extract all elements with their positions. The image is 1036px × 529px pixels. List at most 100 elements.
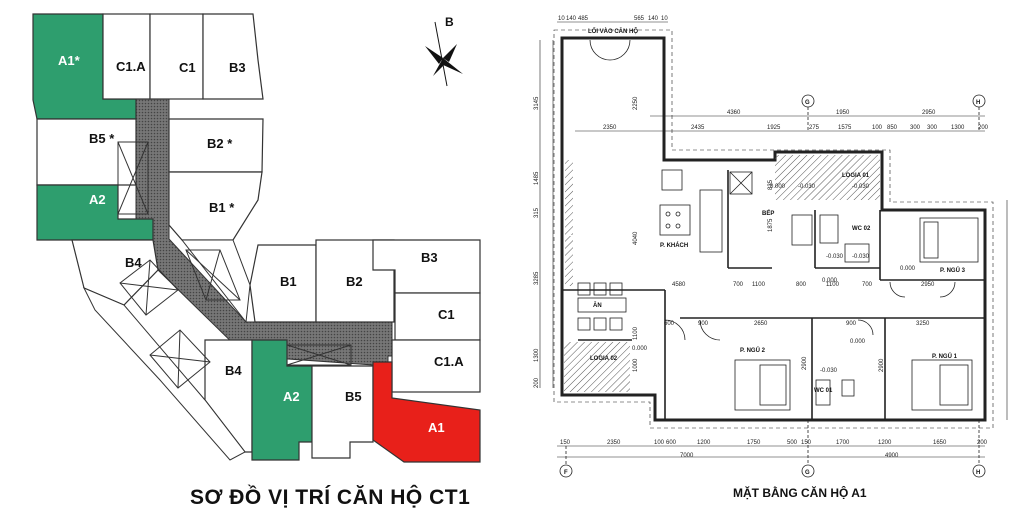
elev-1: 0.000 [770, 184, 786, 190]
label-c1a: C1.A [434, 354, 464, 369]
dim-mid-835: 835 [768, 179, 774, 190]
unit-c1a-top [102, 13, 151, 100]
dim-mid-1100b: 1100 [826, 282, 840, 288]
label-bed1: P. NGỦ 1 [932, 353, 958, 360]
label-a2-top: A2 [89, 192, 106, 207]
dim-bottom-2350: 2350 [607, 440, 621, 446]
dim-top-2950: 2950 [922, 110, 936, 116]
dim-top-1575: 1575 [838, 125, 852, 131]
outer-wall [560, 36, 987, 422]
dim-mid-2950: 2950 [921, 282, 935, 288]
grid-label-g-bottom: G [805, 470, 810, 476]
dim-top-5: 140 [648, 16, 659, 22]
bed-3 [919, 217, 979, 263]
tv-table [659, 204, 691, 236]
bed-2 [734, 359, 791, 411]
dim-bottom-7000: 7000 [680, 453, 694, 459]
dim-top-300b: 300 [927, 125, 938, 131]
north-arrow-icon: B [425, 15, 463, 87]
elev-4: 0.000 [822, 278, 838, 284]
dim-top-300a: 300 [910, 125, 921, 131]
dim-top-275: 275 [809, 125, 820, 131]
label-a1: A1 [428, 420, 445, 435]
wing-diagonal-left [82, 287, 246, 461]
label-b3: B3 [421, 250, 438, 265]
dim-left-3285: 3285 [534, 271, 540, 285]
location-plan-title: SƠ ĐỒ VỊ TRÍ CĂN HỘ CT1 [190, 486, 471, 509]
wing-diagonal-right [180, 239, 251, 324]
label-b4-top: B4 [125, 255, 142, 270]
label-wc2: WC 02 [852, 226, 871, 232]
label-logia1: LOGIA 01 [842, 173, 870, 179]
dim-bottom-1700: 1700 [836, 440, 850, 446]
label-b5: B5 [345, 389, 362, 404]
label-b1-top: B1 * [209, 200, 235, 215]
dim-mid-1000: 1000 [633, 358, 639, 372]
dim-bottom-1200a: 1200 [697, 440, 711, 446]
dim-top-850: 850 [887, 125, 898, 131]
dim-top-1300: 1300 [951, 125, 965, 131]
unit-a1-highlight [372, 361, 481, 463]
unit-c1-top [149, 13, 204, 100]
dim-bottom-150b: 150 [801, 440, 812, 446]
grid-label-h-bottom: H [976, 470, 980, 476]
north-label: B [445, 15, 454, 29]
dim-top-1925: 1925 [767, 125, 781, 131]
sofa [699, 189, 723, 253]
elev-8: -0.030 [852, 254, 870, 260]
dim-mid-600: 600 [664, 321, 675, 327]
label-bed2: P. NGỦ 2 [740, 347, 766, 354]
dim-bottom-1750: 1750 [747, 440, 761, 446]
label-a2: A2 [283, 389, 300, 404]
dim-top-4: 565 [634, 16, 645, 22]
dim-mid-1875: 1875 [768, 218, 774, 232]
dim-mid-2250: 2250 [633, 96, 639, 110]
dim-mid-2650: 2650 [754, 321, 768, 327]
grid-label-g-top: G [805, 100, 810, 106]
unit-b3-top [202, 13, 264, 100]
unit-b1 [249, 244, 317, 323]
dim-left-1300: 1300 [534, 348, 540, 362]
elev-3: -0.030 [852, 184, 870, 190]
label-kitchen: BẾP [762, 210, 774, 217]
dim-bottom-4900: 4900 [885, 453, 899, 459]
dim-bottom-1650: 1650 [933, 440, 947, 446]
dim-mid-700a: 700 [733, 282, 744, 288]
label-b2-top: B2 * [207, 136, 233, 151]
unit-b4 [204, 339, 253, 453]
dim-bottom-1200b: 1200 [878, 440, 892, 446]
dim-top-2435: 2435 [691, 125, 705, 131]
dining-table [577, 297, 627, 313]
unit-b5-top [36, 118, 137, 186]
dim-top-2350: 2350 [603, 125, 617, 131]
logia-02-hatch [564, 342, 630, 392]
dim-mid-3250: 3250 [916, 321, 930, 327]
label-living: P. KHÁCH [660, 242, 688, 249]
dim-top-200: 200 [978, 125, 989, 131]
location-plan: A1* C1.A C1 B3 B5 * B2 * A2 B1 * B4 B1 B… [32, 13, 481, 463]
elev-7: 0.000 [632, 346, 648, 352]
label-b3-top: B3 [229, 60, 246, 75]
dim-top-2: 140 [566, 16, 577, 22]
dim-top-3: 485 [578, 16, 589, 22]
dim-left-315: 315 [534, 207, 540, 218]
label-c1a-top: C1.A [116, 59, 146, 74]
label-wc1: WC 01 [814, 388, 833, 394]
dim-mid-2900a: 2900 [802, 356, 808, 370]
dim-mid-4580: 4580 [672, 282, 686, 288]
dim-top-100: 100 [872, 125, 883, 131]
dim-bottom-200: 200 [977, 440, 988, 446]
dim-mid-700b: 700 [862, 282, 873, 288]
dim-mid-900a: 900 [698, 321, 709, 327]
elev-6: -0.030 [820, 368, 838, 374]
elev-5: 0.000 [850, 339, 866, 345]
dim-left-1485: 1485 [534, 171, 540, 185]
label-b5-top: B5 * [89, 131, 115, 146]
dim-mid-1100a: 1100 [752, 282, 766, 288]
dim-bottom-150: 150 [560, 440, 571, 446]
logia-01-hatch [775, 155, 880, 200]
label-entry: LỐI VÀO CĂN HỘ [588, 27, 638, 35]
dim-mid-1100: 1100 [633, 326, 639, 340]
elev-10: 0.000 [900, 266, 916, 272]
kitchen-counter [729, 171, 753, 195]
